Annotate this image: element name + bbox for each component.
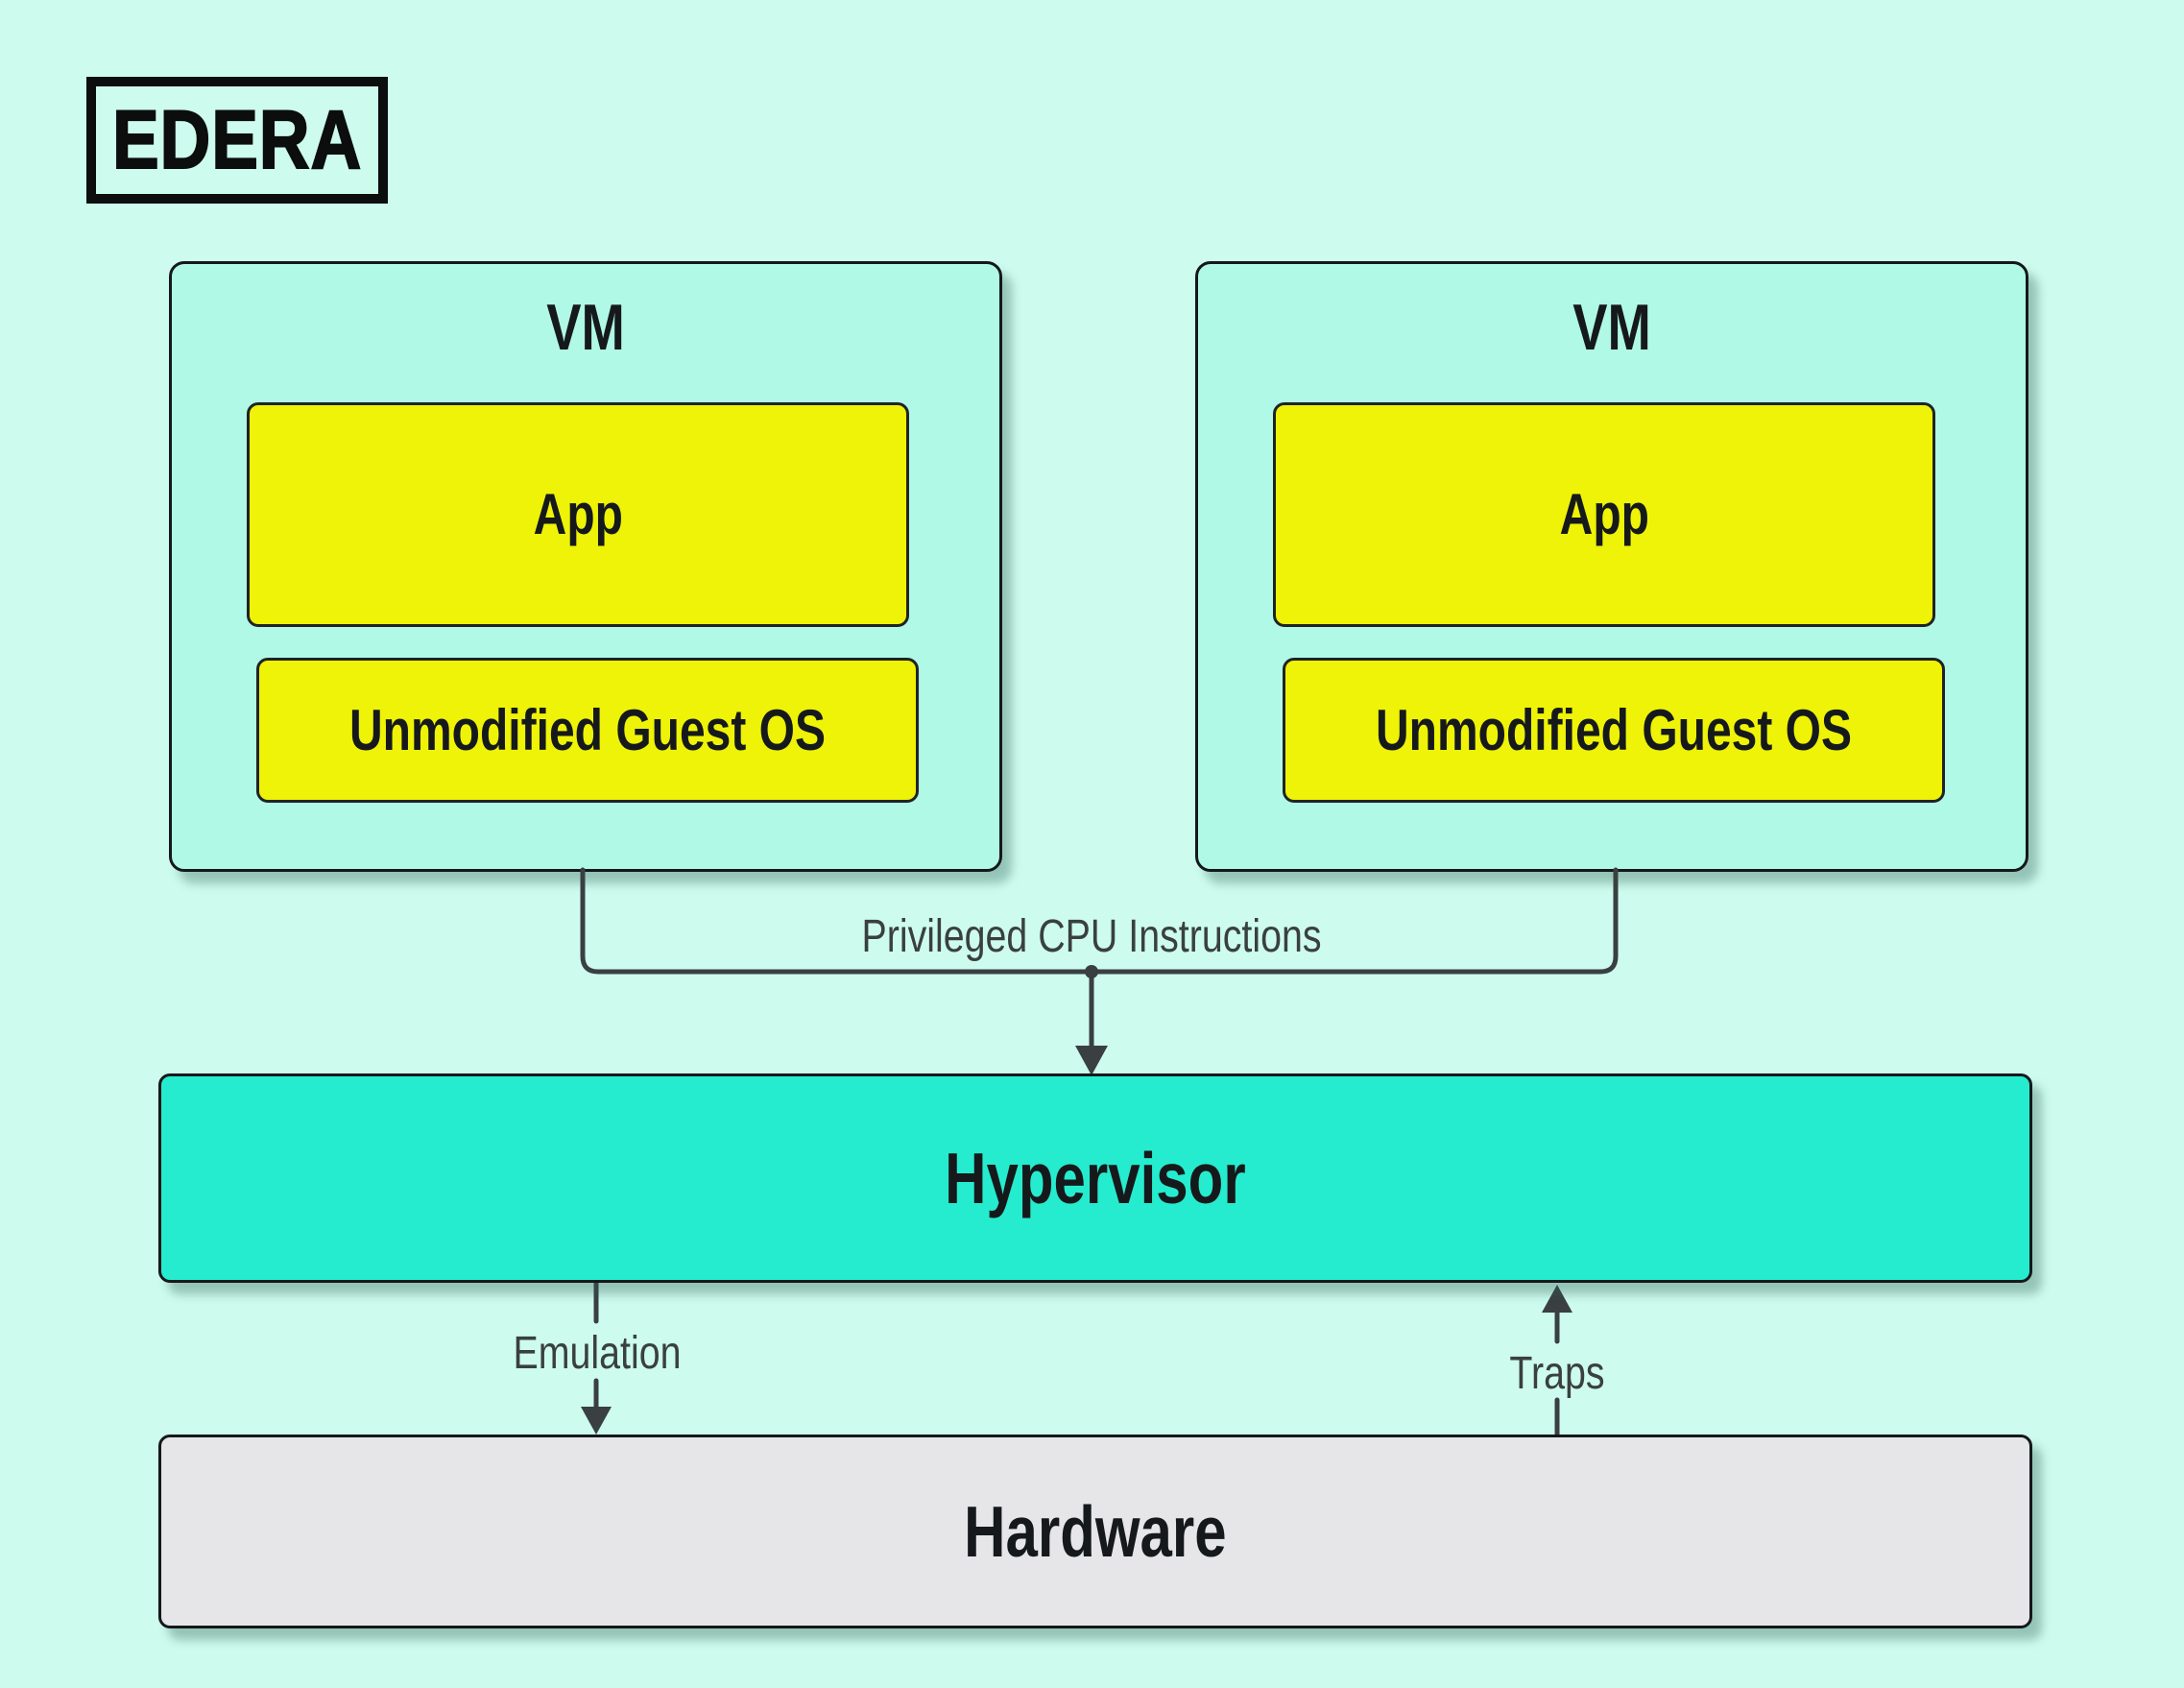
edera-logo-text: EDERA xyxy=(111,94,363,186)
vm-title: VM xyxy=(172,295,999,360)
bus-junction-dot xyxy=(1085,965,1098,978)
vm-box-left: VM App Unmodified Guest OS xyxy=(169,261,1002,872)
vm-title: VM xyxy=(1198,295,2026,360)
app-box: App xyxy=(247,402,909,627)
privileged-cpu-instructions-label: Privileged CPU Instructions xyxy=(861,911,1322,962)
hypervisor-box: Hypervisor xyxy=(158,1073,2032,1283)
app-label: App xyxy=(533,482,623,546)
guest-os-box: Unmodified Guest OS xyxy=(1283,658,1945,803)
hardware-label: Hardware xyxy=(964,1490,1227,1572)
guest-os-label: Unmodified Guest OS xyxy=(1375,697,1853,762)
app-label: App xyxy=(1559,482,1649,546)
vm-title-text: VM xyxy=(1572,291,1651,364)
vm-box-right: VM App Unmodified Guest OS xyxy=(1195,261,2028,872)
vm-title-text: VM xyxy=(546,291,625,364)
arrow-down-icon xyxy=(1075,1046,1108,1075)
traps-label: Traps xyxy=(1509,1348,1605,1399)
emulation-label: Emulation xyxy=(513,1328,682,1379)
guest-os-box: Unmodified Guest OS xyxy=(256,658,919,803)
arrow-down-icon xyxy=(581,1407,612,1435)
hypervisor-label: Hypervisor xyxy=(945,1137,1246,1218)
edera-logo: EDERA xyxy=(86,77,388,204)
app-box: App xyxy=(1273,402,1935,627)
hardware-box: Hardware xyxy=(158,1435,2032,1628)
arrow-up-icon xyxy=(1542,1285,1572,1313)
guest-os-label: Unmodified Guest OS xyxy=(348,697,827,762)
